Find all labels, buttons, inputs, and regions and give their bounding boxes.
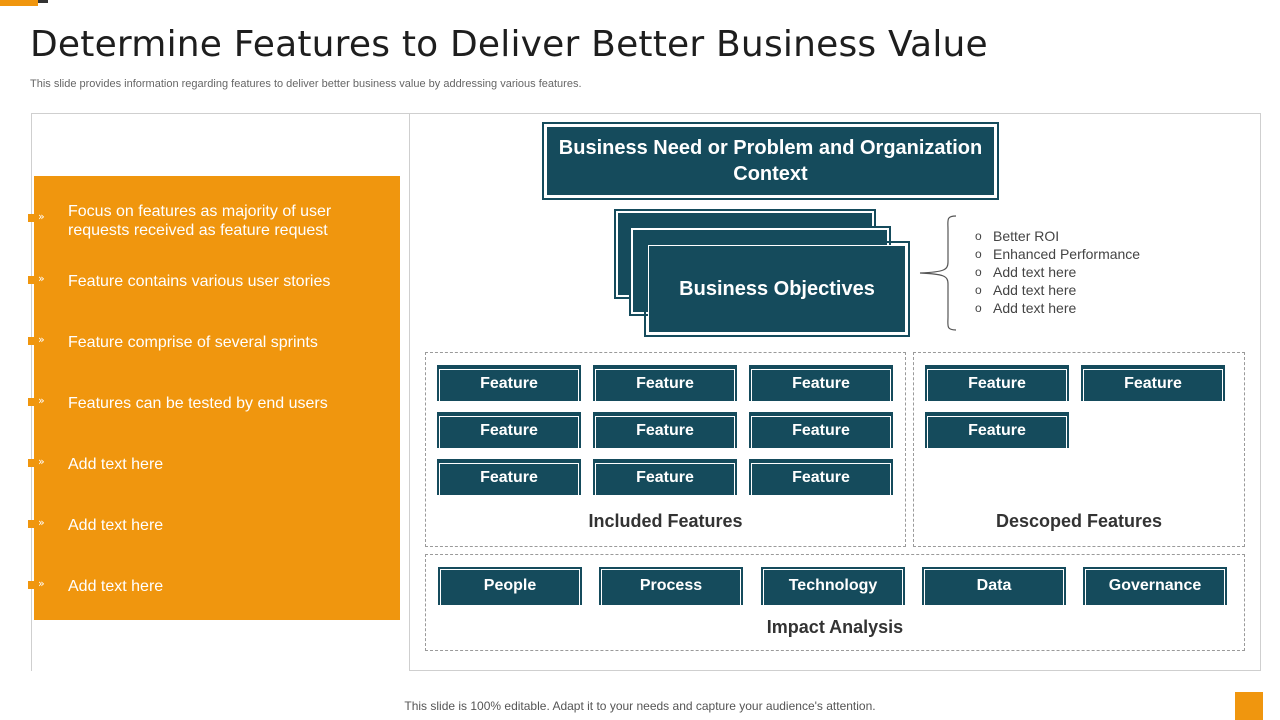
bullet-square-icon <box>28 581 36 589</box>
bullet-text: Focus on features as majority of user re… <box>68 203 332 239</box>
left-frame <box>31 113 411 671</box>
circle-bullet-icon: o <box>975 301 982 315</box>
chevron-right-icon: » <box>38 394 45 407</box>
slide-subtitle: This slide provides information regardin… <box>30 78 582 90</box>
bullet-text: Add text here <box>68 517 164 534</box>
feature-box: Feature <box>437 412 581 448</box>
bullet-square-icon <box>28 520 36 528</box>
chevron-right-icon: » <box>38 455 45 468</box>
chevron-right-icon: » <box>38 577 45 590</box>
feature-box: Feature <box>925 365 1069 401</box>
chevron-right-icon: » <box>38 516 45 529</box>
business-objectives-box: Business Objectives <box>644 241 910 337</box>
descoped-features-group: Descoped Features <box>913 352 1245 547</box>
bullet-panel <box>34 176 400 620</box>
bullet-square-icon <box>28 337 36 345</box>
top-accent-line <box>38 0 48 3</box>
descoped-features-label: Descoped Features <box>995 511 1163 531</box>
impact-box-technology: Technology <box>761 567 905 605</box>
list-item-text: Add text here <box>993 282 1077 298</box>
chevron-right-icon: » <box>38 272 45 285</box>
business-need-box: Business Need or Problem and Organizatio… <box>542 122 999 200</box>
top-accent-bar <box>0 0 38 6</box>
feature-box: Feature <box>749 459 893 495</box>
list-item: o Better ROI <box>975 227 1140 245</box>
chevron-right-icon: » <box>38 210 45 223</box>
bullet-text: Feature contains various user stories <box>68 273 331 290</box>
chevron-right-icon: » <box>38 333 45 346</box>
feature-box: Feature <box>437 459 581 495</box>
bullet-text: Add text here <box>68 456 164 473</box>
bullet-square-icon <box>28 459 36 467</box>
corner-accent-square <box>1235 692 1263 720</box>
list-item-text: Better ROI <box>993 228 1060 244</box>
feature-box: Feature <box>593 412 737 448</box>
bullet-square-icon <box>28 276 36 284</box>
impact-box-people: People <box>438 567 582 605</box>
list-item-text: Enhanced Performance <box>993 246 1141 262</box>
impact-analysis-label: Impact Analysis <box>766 617 904 637</box>
list-item-text: Add text here <box>993 300 1077 316</box>
circle-bullet-icon: o <box>975 265 982 279</box>
bullet-text: Feature comprise of several sprints <box>68 334 318 351</box>
list-item: o Add text here <box>975 299 1140 317</box>
list-item-text: Add text here <box>993 264 1077 280</box>
circle-bullet-icon: o <box>975 283 982 297</box>
slide-title: Determine Features to Deliver Better Bus… <box>30 24 988 65</box>
circle-bullet-icon: o <box>975 247 982 261</box>
feature-box: Feature <box>593 365 737 401</box>
impact-box-process: Process <box>599 567 743 605</box>
feature-box: Feature <box>749 412 893 448</box>
feature-box: Feature <box>437 365 581 401</box>
included-features-label: Included Features <box>588 511 743 531</box>
diagram-frame <box>409 113 1261 671</box>
list-item: o Add text here <box>975 281 1140 299</box>
circle-bullet-icon: o <box>975 229 982 243</box>
footer-note: This slide is 100% editable. Adapt it to… <box>404 699 876 713</box>
bullet-square-icon <box>56 207 64 215</box>
bullet-text: Add text here <box>68 578 164 595</box>
list-item: o Enhanced Performance <box>975 245 1140 263</box>
impact-box-governance: Governance <box>1083 567 1227 605</box>
bullet-square-icon <box>28 398 36 406</box>
brace-icon <box>919 215 957 331</box>
list-item: o Add text here <box>975 263 1140 281</box>
impact-analysis-group: Impact Analysis <box>425 554 1245 651</box>
feature-box: Feature <box>1081 365 1225 401</box>
bullet-square-icon <box>28 214 36 222</box>
bullet-text: Features can be tested by end users <box>68 395 328 412</box>
included-features-group: Included Features <box>425 352 906 547</box>
feature-box: Feature <box>593 459 737 495</box>
feature-box: Feature <box>749 365 893 401</box>
feature-box: Feature <box>925 412 1069 448</box>
impact-box-data: Data <box>922 567 1066 605</box>
